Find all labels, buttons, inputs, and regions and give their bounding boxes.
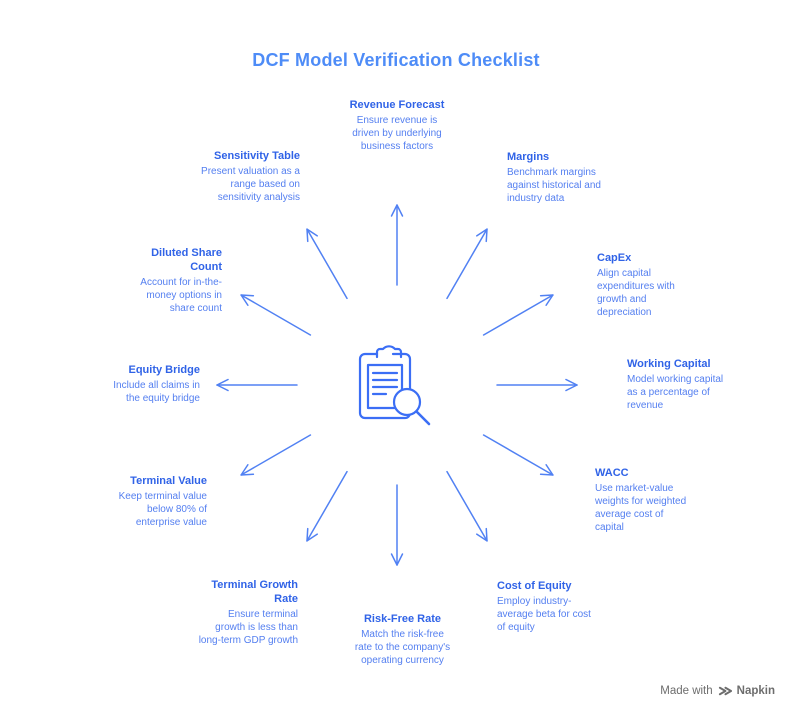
item-heading: WACC xyxy=(595,467,629,479)
item-body: Ensure terminal growth is less than long… xyxy=(198,609,298,646)
arrow-up-left-60 xyxy=(306,228,348,300)
item-body: Use market-value weights for weighted av… xyxy=(595,483,687,533)
item-risk-free-rate: Risk-Free Rate Match the risk-free rate … xyxy=(325,612,480,667)
arrow-down-right-60 xyxy=(446,470,488,542)
item-equity-bridge: Equity Bridge Include all claims in the … xyxy=(40,363,200,405)
item-body: Ensure revenue is driven by underlying b… xyxy=(352,115,442,152)
arrow-up-right-60 xyxy=(446,228,488,300)
arrow-up-right-30 xyxy=(482,294,554,336)
item-heading: Risk-Free Rate xyxy=(363,613,442,625)
napkin-logo-icon xyxy=(718,686,732,696)
item-capex: CapEx Align capital expenditures with gr… xyxy=(597,251,737,319)
item-terminal-value: Terminal Value Keep terminal value below… xyxy=(47,474,207,529)
item-sensitivity-table: Sensitivity Table Present valuation as a… xyxy=(130,149,300,204)
item-heading: Revenue Forecast xyxy=(349,99,445,111)
item-body: Model working capital as a percentage of… xyxy=(627,374,724,411)
item-heading: Diluted Share Count xyxy=(151,247,222,273)
item-body: Keep terminal value below 80% of enterpr… xyxy=(118,491,207,528)
arrow-down-left-30 xyxy=(240,434,312,476)
page-title: DCF Model Verification Checklist xyxy=(252,50,540,70)
item-cost-of-equity: Cost of Equity Employ industry- average … xyxy=(497,579,642,634)
item-revenue-forecast: Revenue Forecast Ensure revenue is drive… xyxy=(317,98,477,153)
item-body: Employ industry- average beta for cost o… xyxy=(497,596,591,633)
arrow-down-right-30 xyxy=(482,434,554,476)
item-terminal-growth-rate: Terminal Growth Rate Ensure terminal gro… xyxy=(138,578,298,647)
item-heading: Working Capital xyxy=(627,358,711,370)
item-body: Match the risk-free rate to the company'… xyxy=(354,629,451,666)
item-body: Include all claims in the equity bridge xyxy=(113,380,200,404)
item-wacc: WACC Use market-value weights for weight… xyxy=(595,466,740,534)
item-heading: Terminal Growth Rate xyxy=(211,579,298,605)
item-working-capital: Working Capital Model working capital as… xyxy=(627,357,782,412)
item-body: Account for in-the- money options in sha… xyxy=(140,277,222,314)
brand-label: Napkin xyxy=(736,685,775,697)
clipboard-magnifier-icon xyxy=(358,345,431,426)
item-body: Present valuation as a range based on se… xyxy=(201,166,300,203)
item-heading: Terminal Value xyxy=(130,475,207,487)
item-body: Align capital expenditures with growth a… xyxy=(597,268,675,318)
made-with-label: Made with xyxy=(660,685,713,697)
item-heading: Equity Bridge xyxy=(128,364,200,376)
made-with-napkin-credit: Made with Napkin xyxy=(660,684,775,698)
item-heading: CapEx xyxy=(597,252,632,264)
item-heading: Sensitivity Table xyxy=(214,150,300,162)
arrow-down-left-60 xyxy=(306,470,348,542)
item-diluted-share-count: Diluted Share Count Account for in-the- … xyxy=(62,246,222,315)
item-heading: Cost of Equity xyxy=(497,580,572,592)
arrow-up-left-30 xyxy=(240,294,312,336)
item-heading: Margins xyxy=(507,151,550,163)
item-body: Benchmark margins against historical and… xyxy=(507,167,601,204)
item-margins: Margins Benchmark margins against histor… xyxy=(507,150,657,205)
